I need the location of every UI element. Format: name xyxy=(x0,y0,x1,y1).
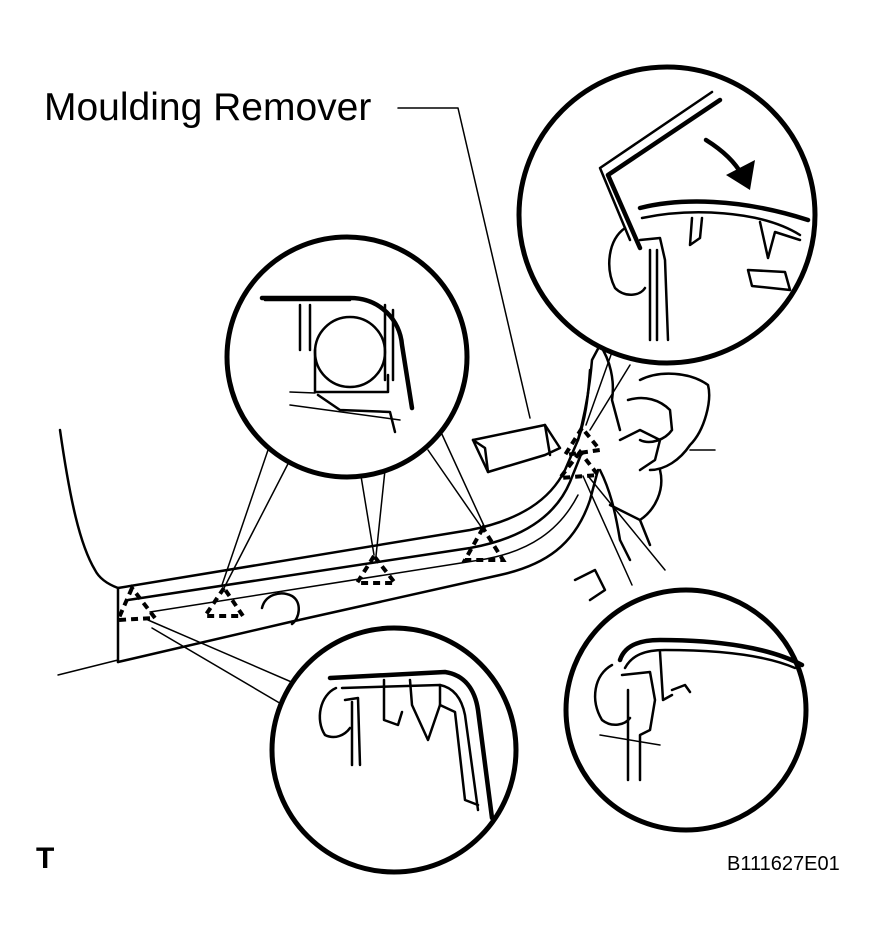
clip-marker xyxy=(461,524,507,562)
corner-mark: T xyxy=(36,842,54,875)
clip-marker xyxy=(201,584,247,618)
detail-circle-clip-front xyxy=(269,625,519,875)
clip-marker xyxy=(114,584,159,623)
moulding-remover-tool xyxy=(471,423,562,474)
clip-marker xyxy=(561,424,604,458)
detail-circle-clip-rear xyxy=(563,587,809,833)
vehicle-body-outline xyxy=(57,428,120,676)
detail-circle-clip-pillar xyxy=(516,64,818,366)
moulding-remover-label: Moulding Remover xyxy=(44,86,371,129)
leader-lines xyxy=(147,107,666,716)
clip-marker xyxy=(555,448,602,481)
detail-circle-clip-top xyxy=(224,234,470,480)
clip-marker xyxy=(353,552,400,585)
illustration-code: B111627E01 xyxy=(727,853,840,875)
scuff-plate-moulding xyxy=(116,343,602,664)
clip-markers xyxy=(114,424,604,623)
